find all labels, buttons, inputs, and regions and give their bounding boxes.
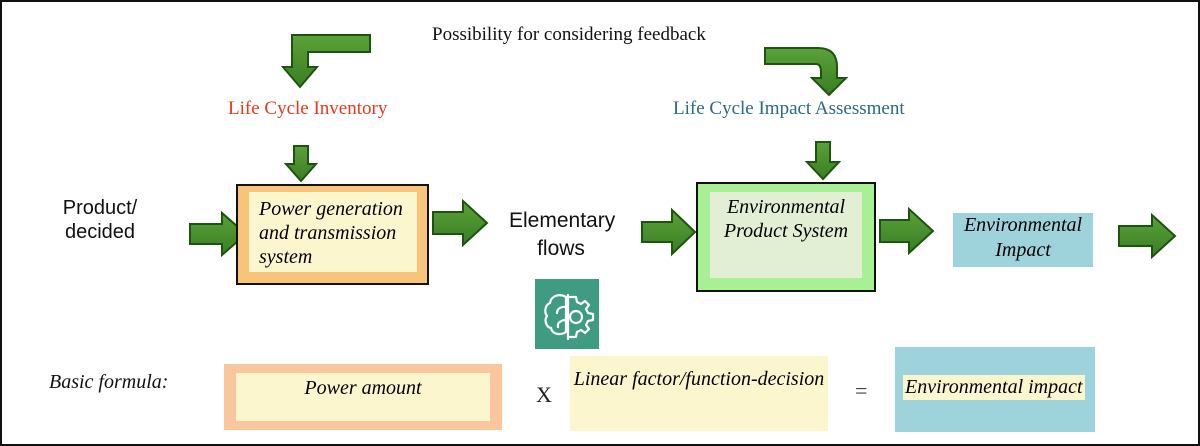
environmental-impact-result-label: Environmental impact [903, 375, 1085, 400]
environmental-impact-box: Environmental Impact [953, 213, 1093, 267]
power-amount-box: Power amount [224, 364, 502, 430]
environmental-product-system-label: Environmental Product System [710, 192, 862, 278]
environmental-product-system-box: Environmental Product System [696, 182, 876, 292]
life-cycle-impact-assessment-label: Life Cycle Impact Assessment [673, 98, 905, 119]
linear-factor-label: Linear factor/function-decision [573, 368, 825, 390]
life-cycle-inventory-label: Life Cycle Inventory [228, 98, 388, 119]
product-input-arrow [189, 210, 248, 258]
linear-factor-box: Linear factor/function-decision [570, 356, 828, 431]
equals-operator: = [855, 378, 868, 403]
multiply-operator: X [536, 382, 552, 407]
power-system-label: Power generation and transmission system [249, 192, 417, 272]
power-amount-label: Power amount [236, 373, 490, 421]
environmental-impact-result-box: Environmental impact [895, 347, 1095, 432]
feedback-arrow-right [764, 47, 849, 97]
product-label: Product/ decided [62, 197, 138, 243]
flows-to-system-arrow [641, 207, 697, 257]
feedback-arrow-left [280, 34, 371, 89]
power-output-arrow [432, 198, 489, 248]
basic-formula-label: Basic formula: [49, 371, 169, 393]
environmental-impact-label: Environmental Impact [963, 214, 1083, 261]
lcia-down-arrow [804, 141, 842, 181]
brain-gear-icon [535, 279, 599, 349]
impact-output-arrow [1118, 212, 1177, 260]
feedback-label: Possibility for considering feedback [432, 24, 706, 45]
lci-down-arrow [283, 145, 319, 183]
elementary-flows-label: Elementary flows [509, 209, 616, 260]
system-to-impact-arrow [879, 206, 935, 256]
power-system-box: Power generation and transmission system [236, 184, 429, 285]
